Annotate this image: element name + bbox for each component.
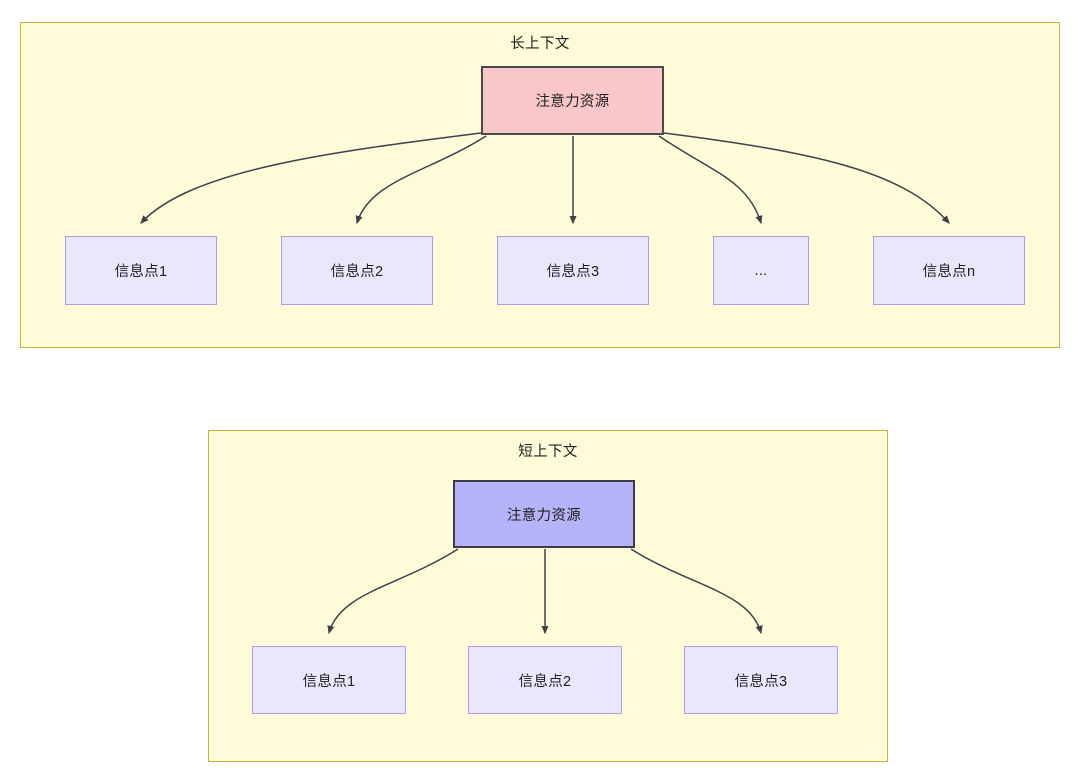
short-context-info-label-2: 信息点2	[518, 673, 572, 690]
short-context-attention-node[interactable]: 注意力资源	[453, 480, 635, 548]
long-context-info-node-n[interactable]: 信息点n	[873, 236, 1025, 305]
long-context-title: 长上下文	[510, 36, 570, 52]
long-context-info-label-2: 信息点2	[330, 264, 384, 280]
long-context-attention-node[interactable]: 注意力资源	[481, 66, 664, 135]
short-context-info-node-1[interactable]: 信息点1	[252, 646, 406, 714]
short-context-title: 短上下文	[518, 444, 578, 460]
short-context-info-label-3: 信息点3	[734, 673, 788, 690]
short-context-attention-label: 注意力资源	[507, 507, 581, 524]
short-context-info-node-2[interactable]: 信息点2	[468, 646, 622, 714]
long-context-info-node-ellipsis[interactable]: ...	[713, 236, 809, 305]
long-context-info-label-ellipsis: ...	[754, 262, 768, 279]
long-context-info-label-3: 信息点3	[546, 264, 600, 280]
long-context-info-node-2[interactable]: 信息点2	[281, 236, 433, 305]
long-context-info-label-n: 信息点n	[922, 264, 976, 280]
short-context-info-node-3[interactable]: 信息点3	[684, 646, 838, 714]
long-context-info-node-1[interactable]: 信息点1	[65, 236, 217, 305]
short-context-info-label-1: 信息点1	[302, 673, 356, 690]
long-context-info-label-1: 信息点1	[114, 264, 168, 280]
long-context-info-node-3[interactable]: 信息点3	[497, 236, 649, 305]
long-context-attention-label: 注意力资源	[535, 94, 610, 110]
